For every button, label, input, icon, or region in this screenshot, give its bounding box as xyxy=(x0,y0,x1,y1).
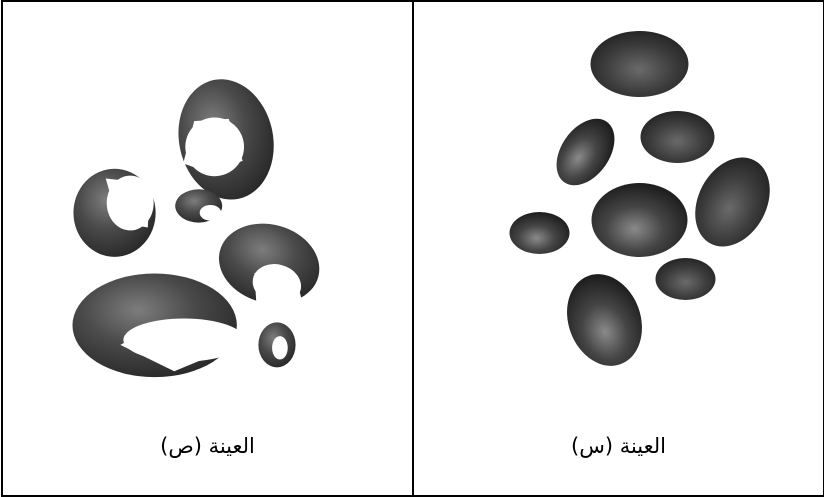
ellipsoid-particle-lower-right xyxy=(656,258,716,300)
ellipsoid-particle-bottom xyxy=(555,264,655,377)
crescent-particle-top xyxy=(168,70,285,208)
crescent-particle-left xyxy=(73,169,155,257)
ellipsoid-particle-right xyxy=(680,145,784,260)
crescent-particle-small-bottom xyxy=(258,322,295,367)
crescent-particle-large xyxy=(72,273,236,377)
panel-sample-sad: العينة (ص) xyxy=(3,2,414,495)
crescent-particles-illustration xyxy=(3,2,412,495)
panel-caption-seen: العينة (س) xyxy=(414,434,823,458)
ellipsoid-particle-upper-left xyxy=(545,108,627,196)
panel-sample-seen: العينة (س) xyxy=(414,2,823,495)
ellipsoid-particle-center xyxy=(592,183,688,257)
panel-caption-sad: العينة (ص) xyxy=(3,434,412,458)
ellipsoid-particle-upper-right xyxy=(641,111,715,163)
crescent-particle-small-top xyxy=(175,189,222,222)
ellipsoid-particles-illustration xyxy=(414,2,823,495)
crescent-particle-middle xyxy=(210,213,329,315)
ellipsoid-particle-top xyxy=(591,31,689,97)
ellipsoid-particle-left xyxy=(510,212,570,254)
